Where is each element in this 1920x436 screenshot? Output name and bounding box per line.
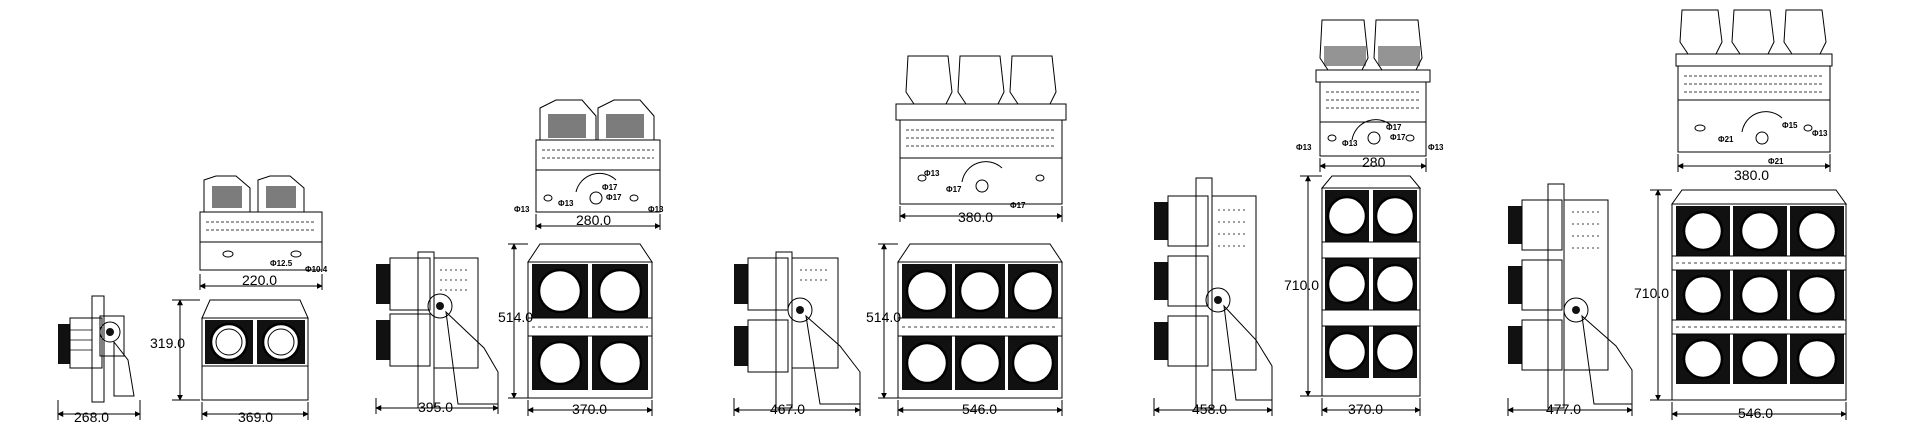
side-depth-label: 467.0: [770, 401, 805, 417]
front-width-label: 546.0: [1738, 405, 1773, 421]
model-4-side-view: [1154, 177, 1273, 409]
model-1-top-view: Φ12.5 Φ10.4: [199, 175, 328, 274]
height-label: 710.0: [1634, 285, 1669, 301]
top-width-label: 280: [1362, 154, 1386, 170]
model-5: Φ21 Φ21 Φ15 Φ13 477.0 546.0 710.0 380.0: [1507, 9, 1847, 421]
hole-label: Φ12.5: [270, 259, 293, 268]
model-1-dimensions: 268.0 369.0 319.0 220.0: [57, 272, 323, 425]
model-3-front-view: [897, 243, 1063, 399]
model-3-dimensions: 467.0 546.0 514.0 380.0: [733, 206, 1063, 417]
hole-label: Φ21: [1768, 157, 1784, 166]
model-2-front-view: [527, 243, 653, 399]
top-width-label: 280.0: [576, 212, 611, 228]
model-1: Φ12.5 Φ10.4 268.0 369.0 319.0 220.0: [57, 175, 328, 425]
hole-label: Φ13: [1428, 143, 1444, 152]
front-width-label: 546.0: [962, 401, 997, 417]
height-label: 710.0: [1284, 277, 1319, 293]
hole-label: Φ13: [558, 199, 574, 208]
model-2-side-view: [376, 251, 499, 409]
top-width-label: 220.0: [242, 272, 277, 288]
model-2-top-view: Φ13 Φ13 Φ13 Φ17 Φ17: [514, 99, 664, 214]
hole-label: Φ10.4: [305, 265, 328, 274]
model-3-top-view: Φ13 Φ17 Φ17: [895, 55, 1067, 210]
hole-label: Φ17: [602, 183, 618, 192]
model-3-side-view: [734, 251, 861, 409]
hole-label: Φ17: [946, 185, 962, 194]
hole-label: Φ13: [1342, 139, 1358, 148]
side-depth-label: 458.0: [1192, 401, 1227, 417]
hole-label: Φ17: [606, 193, 622, 202]
model-4-dimensions: 458.0 370.0 710.0 280: [1153, 154, 1427, 417]
side-depth-label: 268.0: [74, 409, 109, 425]
top-width-label: 380.0: [1734, 167, 1769, 183]
front-width-label: 369.0: [238, 409, 273, 425]
model-5-front-view: [1671, 189, 1847, 401]
model-1-side-view: [58, 295, 135, 403]
model-2: Φ13 Φ13 Φ13 Φ17 Φ17 395.0 370.0 514.0 28…: [375, 99, 664, 417]
model-4: Φ13 Φ13 Φ13 Φ17 Φ17 458.0 370.0 710.0 28…: [1153, 19, 1444, 417]
front-width-label: 370.0: [572, 401, 607, 417]
model-3: Φ13 Φ17 Φ17 467.0 546.0 514.0 380.0: [733, 55, 1067, 417]
model-5-top-view: Φ21 Φ21 Φ15 Φ13: [1675, 9, 1833, 166]
model-2-dimensions: 395.0 370.0 514.0 280.0: [375, 212, 661, 417]
model-4-front-view: [1320, 175, 1422, 397]
hole-label: Φ17: [1386, 123, 1402, 132]
model-5-dimensions: 477.0 546.0 710.0 380.0: [1507, 154, 1847, 421]
hole-label: Φ13: [1296, 143, 1312, 152]
hole-label: Φ13: [648, 205, 664, 214]
model-1-front-view: [201, 299, 309, 401]
hole-label: Φ21: [1718, 135, 1734, 144]
height-label: 514.0: [498, 309, 533, 325]
model-5-side-view: [1508, 183, 1633, 409]
hole-label: Φ13: [514, 205, 530, 214]
model-4-top-view: Φ13 Φ13 Φ13 Φ17 Φ17: [1296, 19, 1444, 157]
hole-label: Φ15: [1782, 121, 1798, 130]
hole-label: Φ17: [1010, 201, 1026, 210]
hole-label: Φ17: [1390, 133, 1406, 142]
side-depth-label: 477.0: [1546, 401, 1581, 417]
hole-label: Φ13: [1812, 129, 1828, 138]
top-width-label: 380.0: [958, 209, 993, 225]
side-depth-label: 395.0: [418, 399, 453, 415]
height-label: 319.0: [150, 335, 185, 351]
height-label: 514.0: [866, 309, 901, 325]
hole-label: Φ13: [924, 169, 940, 178]
front-width-label: 370.0: [1348, 401, 1383, 417]
